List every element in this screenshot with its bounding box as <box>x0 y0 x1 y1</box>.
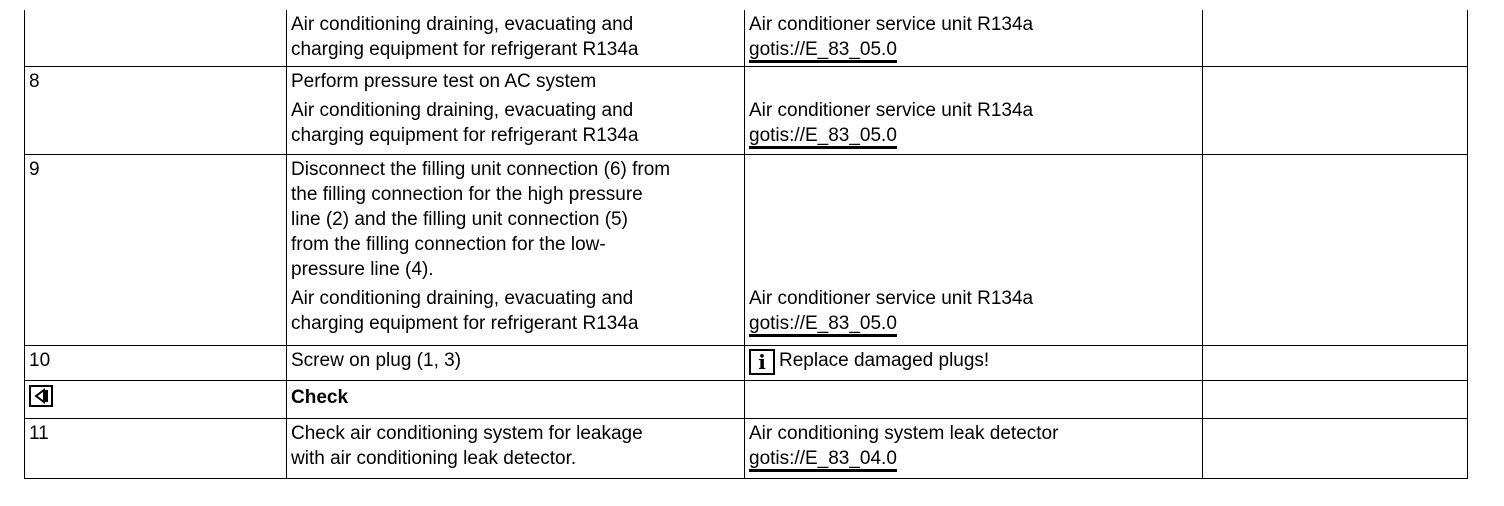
tool-link[interactable]: gotis://E_83_04.0 <box>749 448 897 472</box>
tool-cell: Air conditioner service unit R134a gotis… <box>744 153 1203 346</box>
equipment-line: Air conditioning draining, evacuating an… <box>291 14 634 35</box>
instruction-line: line (2) and the filling unit connection… <box>291 208 628 230</box>
notes-cell <box>1202 344 1468 381</box>
instruction-line: Disconnect the filling unit connection (… <box>291 158 671 180</box>
table-row: Air conditioning draining, evacuating an… <box>24 10 1468 67</box>
notes-cell <box>1202 10 1468 67</box>
table-row: Check <box>24 379 1468 419</box>
step-number: 10 <box>24 344 287 381</box>
step-number: 8 <box>24 65 287 155</box>
equipment-line: charging equipment for refrigerant R134a <box>291 39 639 60</box>
notes-cell <box>1202 417 1468 479</box>
tool-cell: Air conditioning system leak detector go… <box>744 417 1203 479</box>
instruction-cell: Disconnect the filling unit connection (… <box>286 153 745 346</box>
tool-name: Air conditioner service unit R134a <box>749 99 1034 121</box>
equipment-line: charging equipment for refrigerant R134a <box>291 124 639 146</box>
instruction-cell: Perform pressure test on AC system Air c… <box>286 65 745 155</box>
tool-cell: Air conditioner service unit R134a gotis… <box>744 10 1203 67</box>
instruction-line: from the filling connection for the low- <box>291 233 606 255</box>
instruction-line: the filling connection for the high pres… <box>291 183 643 205</box>
tool-name: Air conditioner service unit R134a <box>749 14 1034 35</box>
table-row: 11 Check air conditioning system for lea… <box>24 417 1468 479</box>
instruction-cell: Check air conditioning system for leakag… <box>286 417 745 479</box>
check-section-icon <box>29 384 53 407</box>
step-cell <box>24 10 287 67</box>
instruction-line: Perform pressure test on AC system <box>291 70 597 92</box>
instruction-cell: Air conditioning draining, evacuating an… <box>286 10 745 67</box>
step-cell <box>24 379 287 419</box>
instruction-line: with air conditioning leak detector. <box>291 447 577 469</box>
table-row: 8 Perform pressure test on AC system Air… <box>24 65 1468 155</box>
step-number: 11 <box>24 417 287 479</box>
notes-cell <box>1202 379 1468 419</box>
instruction-line: pressure line (4). <box>291 258 434 280</box>
notes-cell <box>1202 153 1468 346</box>
step-number: 9 <box>24 153 287 346</box>
notes-cell <box>1202 65 1468 155</box>
equipment-line: charging equipment for refrigerant R134a <box>291 312 639 334</box>
tool-link[interactable]: gotis://E_83_05.0 <box>749 313 897 337</box>
section-heading: Check <box>291 386 349 408</box>
equipment-line: Air conditioning draining, evacuating an… <box>291 287 634 309</box>
equipment-line: Air conditioning draining, evacuating an… <box>291 99 634 121</box>
info-icon: i <box>749 348 775 375</box>
procedure-table: Air conditioning draining, evacuating an… <box>24 10 1468 479</box>
tool-cell <box>744 379 1203 419</box>
instruction-cell: Check <box>286 379 745 419</box>
tool-cell: Air conditioner service unit R134a gotis… <box>744 65 1203 155</box>
tool-name: Air conditioning system leak detector <box>749 422 1059 444</box>
tool-link[interactable]: gotis://E_83_05.0 <box>749 39 897 63</box>
note-text: Replace damaged plugs! <box>779 349 990 371</box>
instruction-line: Screw on plug (1, 3) <box>291 349 462 371</box>
tool-name: Air conditioner service unit R134a <box>749 287 1034 309</box>
tool-link[interactable]: gotis://E_83_05.0 <box>749 125 897 149</box>
table-row: 9 Disconnect the filling unit connection… <box>24 153 1468 346</box>
instruction-line: Check air conditioning system for leakag… <box>291 422 643 444</box>
instruction-cell: Screw on plug (1, 3) <box>286 344 745 381</box>
